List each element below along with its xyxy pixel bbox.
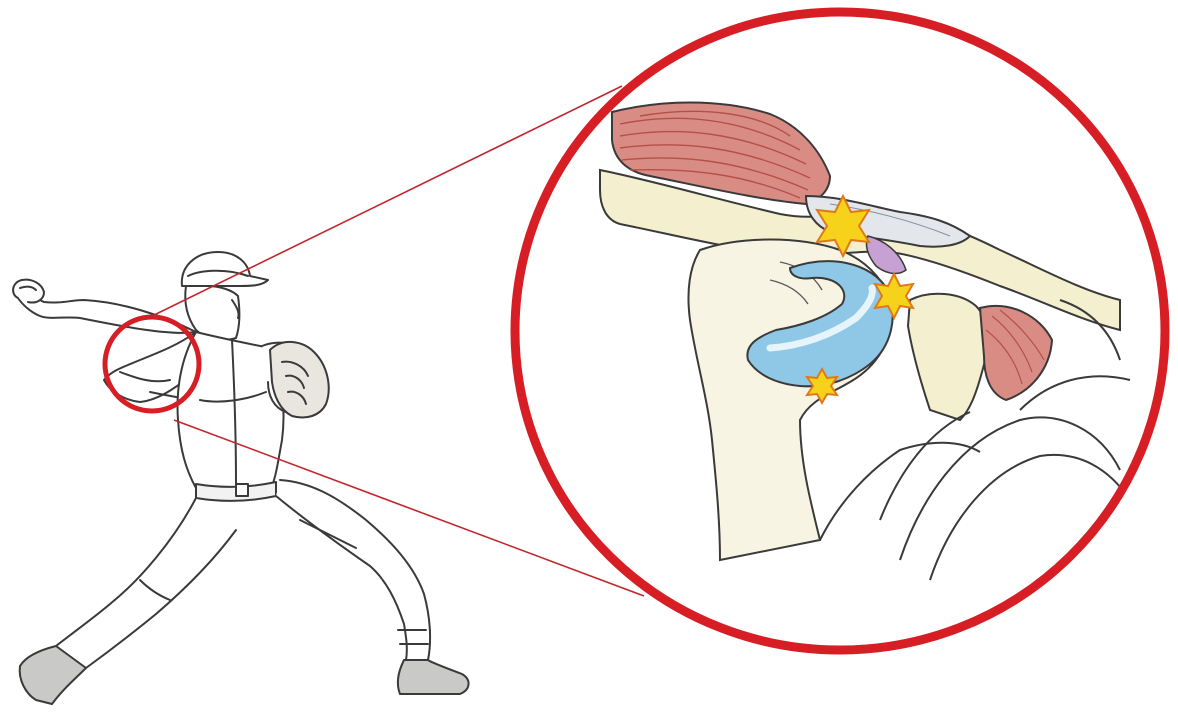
back-shoe xyxy=(398,660,469,694)
pitcher-figure xyxy=(13,252,469,704)
front-leg xyxy=(56,498,236,668)
